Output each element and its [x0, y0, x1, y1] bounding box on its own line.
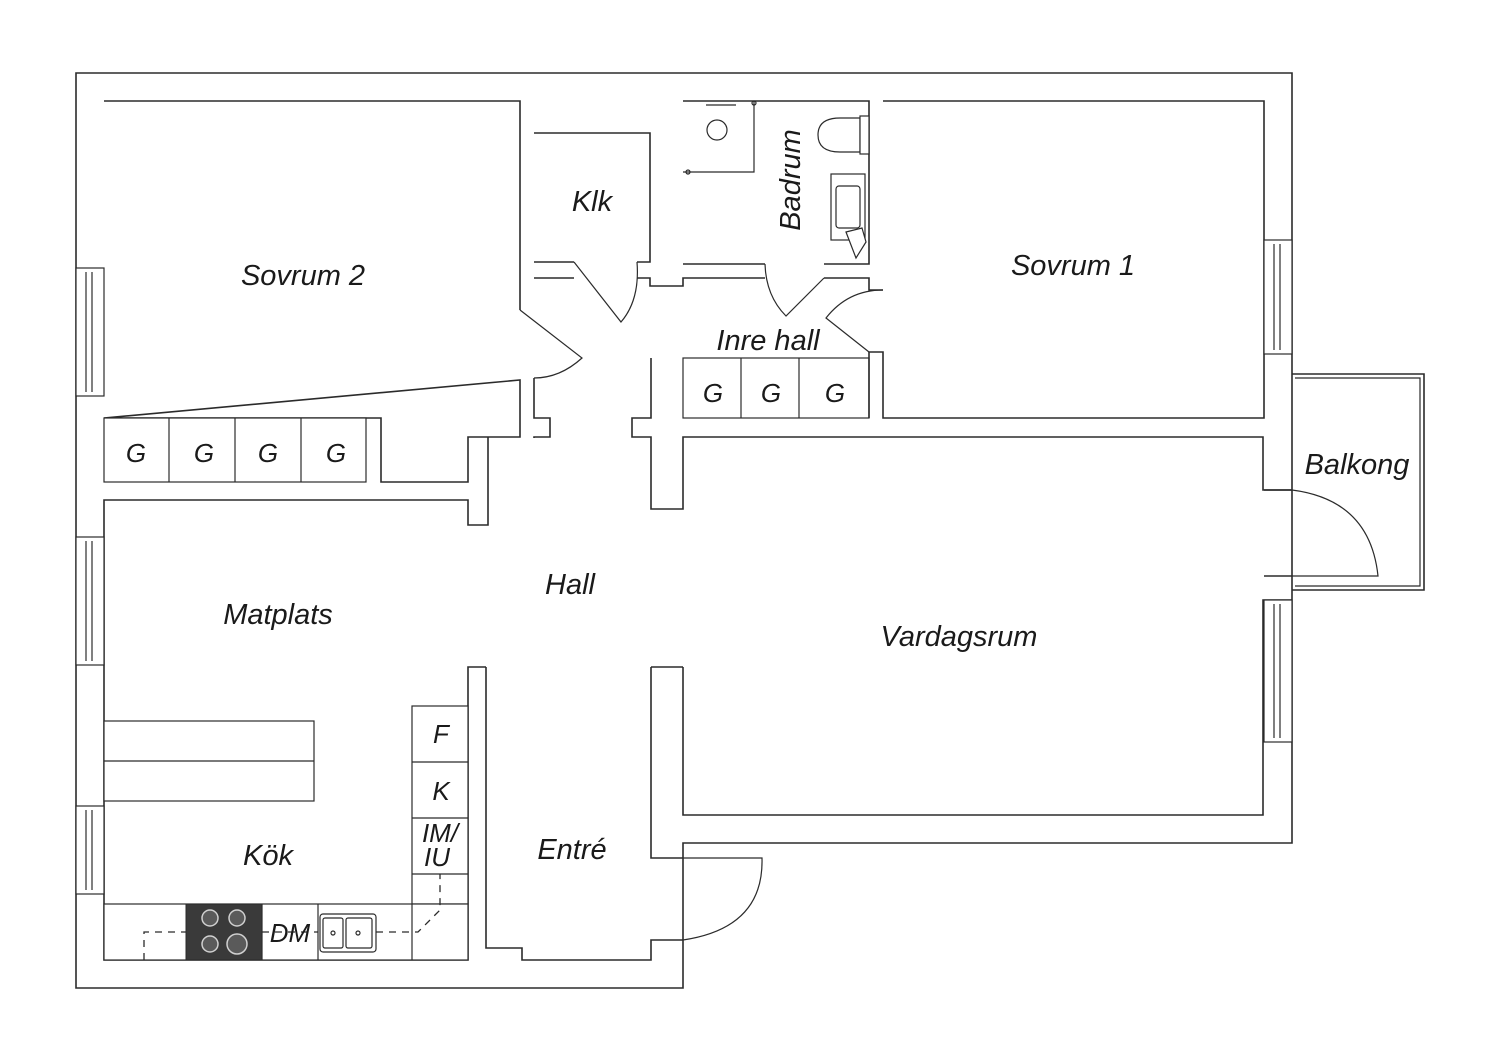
label-wardrobe: G	[703, 378, 723, 408]
kitchen-island	[103, 720, 315, 802]
label-wardrobe: G	[825, 378, 845, 408]
window-kok	[75, 805, 105, 895]
label-wardrobe: G	[126, 438, 146, 468]
label-wardrobe: G	[326, 438, 346, 468]
label-vardagsrum: Vardagsrum	[881, 621, 1038, 653]
label-fridge: F	[433, 719, 451, 749]
sovrum-2-door	[519, 309, 583, 379]
toilet-icon	[817, 115, 870, 155]
label-sovrum-2: Sovrum 2	[241, 260, 365, 292]
label-microwave-top: IM/	[422, 818, 461, 848]
label-klk: Klk	[572, 186, 614, 218]
label-wardrobe: G	[761, 378, 781, 408]
balkong-door	[1291, 489, 1379, 577]
kitchen-sink-icon	[319, 913, 377, 953]
window-matplats	[75, 536, 105, 666]
window-vardagsrum	[1263, 599, 1293, 743]
kitchen-overhead-line	[143, 874, 441, 960]
label-hall: Hall	[545, 569, 597, 601]
label-microwave-bottom: IU	[424, 842, 450, 872]
badrum-walls	[683, 100, 870, 265]
balkong-inner	[1295, 377, 1421, 587]
sink-icon	[830, 173, 867, 260]
label-matplats: Matplats	[223, 599, 333, 631]
klk-door	[573, 261, 638, 323]
label-freezer: K	[432, 776, 451, 806]
label-badrum: Badrum	[775, 129, 807, 231]
label-balkong: Balkong	[1305, 449, 1410, 481]
sovrum-1-door	[825, 289, 884, 353]
balkong-outline	[1292, 373, 1425, 591]
hall-walls-left	[103, 378, 551, 526]
hall-walls-upper	[534, 277, 883, 291]
klk-walls	[534, 132, 651, 263]
stove-icon	[185, 903, 263, 961]
balkong-wall-step	[1264, 489, 1292, 577]
label-wardrobe: G	[258, 438, 278, 468]
kok-hall-wall	[467, 666, 486, 678]
label-dishwasher: DM	[270, 918, 311, 948]
label-entre: Entré	[537, 834, 606, 866]
window-sovrum-2	[75, 267, 105, 397]
entre-door	[682, 857, 763, 941]
hall-column	[631, 358, 1292, 510]
badrum-door	[764, 263, 825, 317]
shower-icon	[683, 100, 757, 175]
sovrum-2-wardrobes	[103, 417, 367, 483]
label-wardrobe: G	[194, 438, 214, 468]
label-sovrum-1: Sovrum 1	[1011, 250, 1135, 282]
inre-hall-wardrobes	[682, 357, 870, 419]
label-kok: Kök	[243, 840, 294, 872]
window-sovrum-1	[1263, 239, 1293, 355]
outer-wall	[75, 72, 1293, 989]
kitchen-tall-units	[411, 705, 469, 905]
label-inre-hall: Inre hall	[716, 325, 821, 357]
